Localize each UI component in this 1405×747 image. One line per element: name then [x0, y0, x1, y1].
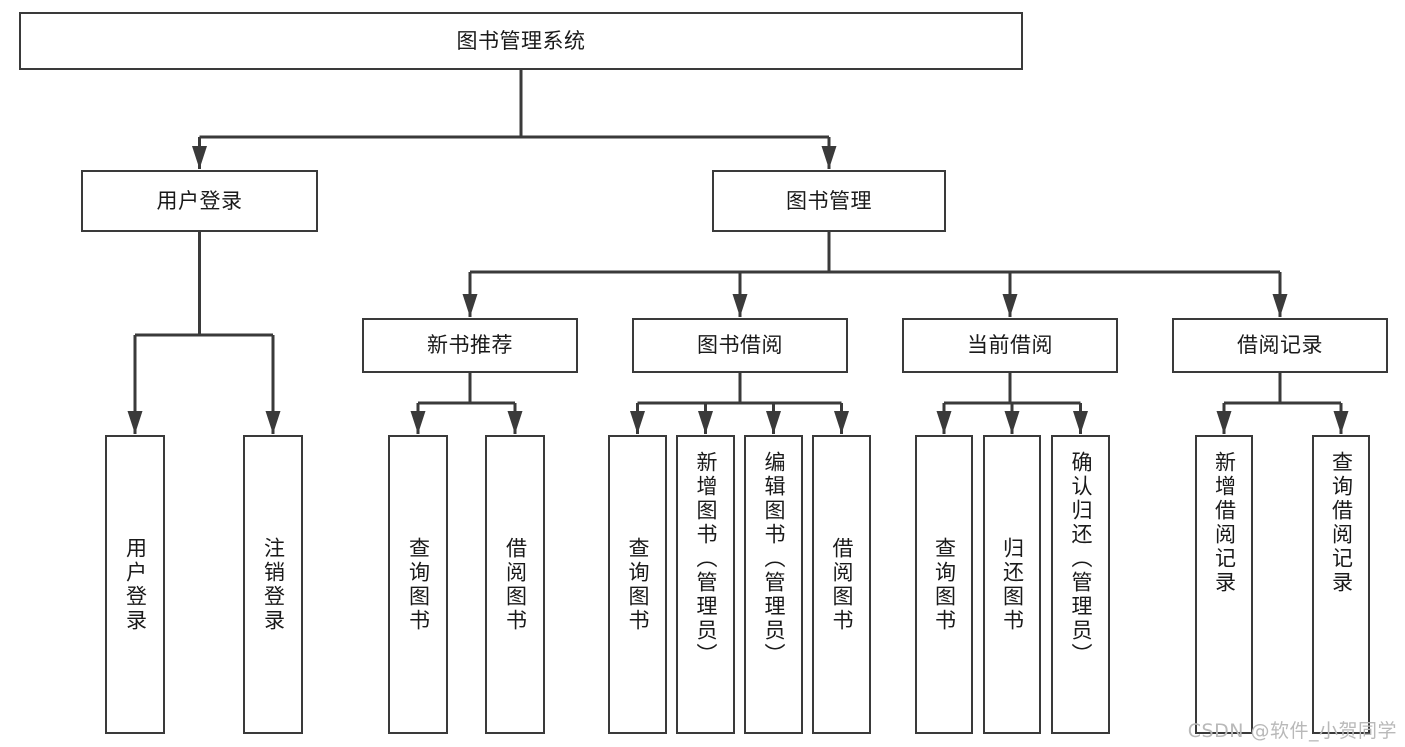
arrow-head — [821, 146, 837, 169]
node-label: 借阅记录 — [1237, 333, 1323, 358]
node-leaf-return-book[interactable]: 归还图书 — [983, 435, 1041, 734]
node-label: 编辑图书（管理员） — [762, 451, 786, 667]
arrow-head — [1002, 294, 1018, 317]
node-label: 归还图书 — [1000, 536, 1025, 633]
arrow-head — [630, 411, 645, 434]
node-borrow-record[interactable]: 借阅记录 — [1172, 318, 1388, 373]
node-leaf-logout[interactable]: 注销登录 — [243, 435, 303, 734]
node-label: 图书借阅 — [697, 333, 783, 358]
arrow-head — [192, 146, 207, 169]
node-new-book-rec[interactable]: 新书推荐 — [362, 318, 578, 373]
arrow-head — [732, 294, 748, 317]
node-label: 查询图书 — [626, 536, 650, 633]
node-label: 确认归还（管理员） — [1069, 451, 1093, 667]
node-book-borrow[interactable]: 图书借阅 — [632, 318, 848, 373]
node-label: 查询借阅记录 — [1329, 451, 1354, 595]
node-book-manage[interactable]: 图书管理 — [712, 170, 946, 232]
node-label: 借阅图书 — [503, 536, 528, 633]
node-leaf-edit-book[interactable]: 编辑图书（管理员） — [744, 435, 803, 734]
arrow-head — [698, 411, 713, 434]
node-leaf-borrow-book-1[interactable]: 借阅图书 — [485, 435, 545, 734]
node-label: 图书管理 — [786, 188, 872, 213]
node-label: 新增借阅记录 — [1212, 451, 1237, 595]
node-leaf-query-record[interactable]: 查询借阅记录 — [1312, 435, 1370, 734]
node-label: 查询图书 — [932, 536, 957, 633]
node-label: 用户登录 — [123, 536, 148, 633]
node-leaf-add-book[interactable]: 新增图书（管理员） — [676, 435, 735, 734]
node-label: 新书推荐 — [427, 333, 513, 358]
node-label: 借阅图书 — [830, 536, 854, 633]
node-label: 查询图书 — [406, 536, 431, 633]
node-label: 当前借阅 — [967, 333, 1053, 358]
node-root[interactable]: 图书管理系统 — [19, 12, 1023, 70]
watermark: CSDN @软件_小贺同学 — [1187, 720, 1397, 742]
arrow-head — [766, 411, 781, 434]
arrow-head — [127, 411, 143, 434]
node-label: 注销登录 — [261, 536, 286, 633]
arrow-head — [265, 411, 281, 434]
node-leaf-user-login[interactable]: 用户登录 — [105, 435, 165, 734]
node-label: 新增图书（管理员） — [694, 451, 718, 667]
node-leaf-query-book-1[interactable]: 查询图书 — [388, 435, 448, 734]
node-label: 用户登录 — [156, 188, 243, 213]
arrow-head — [1004, 411, 1020, 434]
arrow-head — [410, 411, 426, 434]
arrow-head — [507, 411, 523, 434]
arrow-head — [1333, 411, 1349, 434]
node-current-borrow[interactable]: 当前借阅 — [902, 318, 1118, 373]
arrow-head — [1073, 411, 1088, 434]
node-leaf-query-book-3[interactable]: 查询图书 — [915, 435, 973, 734]
arrow-head — [1216, 411, 1232, 434]
node-user-login[interactable]: 用户登录 — [81, 170, 318, 232]
node-leaf-add-record[interactable]: 新增借阅记录 — [1195, 435, 1253, 734]
arrow-head — [834, 411, 849, 434]
arrow-head — [936, 411, 952, 434]
node-leaf-borrow-book-2[interactable]: 借阅图书 — [812, 435, 871, 734]
node-label: 图书管理系统 — [456, 28, 586, 53]
arrow-head — [1272, 294, 1288, 317]
node-leaf-confirm-return[interactable]: 确认归还（管理员） — [1051, 435, 1110, 734]
node-leaf-query-book-2[interactable]: 查询图书 — [608, 435, 667, 734]
arrow-head — [462, 294, 478, 317]
